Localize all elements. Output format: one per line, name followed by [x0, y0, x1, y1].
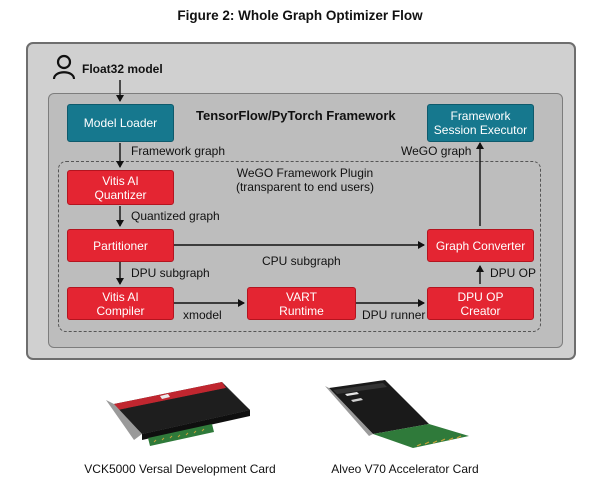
- edge-label-dpu-op: DPU OP: [490, 266, 537, 280]
- edge-label-wego-graph: WeGO graph: [401, 144, 472, 158]
- edge-label-quantized-graph: Quantized graph: [131, 209, 220, 223]
- vck5000-caption: VCK5000 Versal Development Card: [84, 462, 276, 476]
- partitioner-box: Partitioner: [67, 229, 174, 262]
- framework-title: TensorFlow/PyTorch Framework: [196, 108, 396, 123]
- edge-label-cpu-subgraph: CPU subgraph: [262, 254, 341, 268]
- edge-label-dpu-runner: DPU runner: [362, 308, 426, 322]
- compiler-box: Vitis AI Compiler: [67, 287, 174, 320]
- alveo-v70-card-image: [325, 380, 469, 448]
- plugin-container: [58, 161, 541, 332]
- vck5000-card-image: [106, 382, 250, 446]
- plugin-title: WeGO Framework Plugin (transparent to en…: [235, 166, 375, 194]
- edge-label-xmodel: xmodel: [183, 308, 222, 322]
- edge-label-dpu-subgraph: DPU subgraph: [131, 266, 210, 280]
- graph-converter-box: Graph Converter: [427, 229, 534, 262]
- quantizer-box: Vitis AI Quantizer: [67, 170, 174, 205]
- model-loader-box: Model Loader: [67, 104, 174, 142]
- user-icon: [52, 54, 76, 80]
- alveo-v70-caption: Alveo V70 Accelerator Card: [331, 462, 479, 476]
- vart-box: VART Runtime: [247, 287, 356, 320]
- dpu-op-creator-box: DPU OP Creator: [427, 287, 534, 320]
- figure-title: Figure 2: Whole Graph Optimizer Flow: [177, 8, 423, 23]
- edge-label-framework-graph: Framework graph: [131, 144, 226, 158]
- input-label: Float32 model: [82, 62, 163, 76]
- session-executor-box: Framework Session Executor: [427, 104, 534, 142]
